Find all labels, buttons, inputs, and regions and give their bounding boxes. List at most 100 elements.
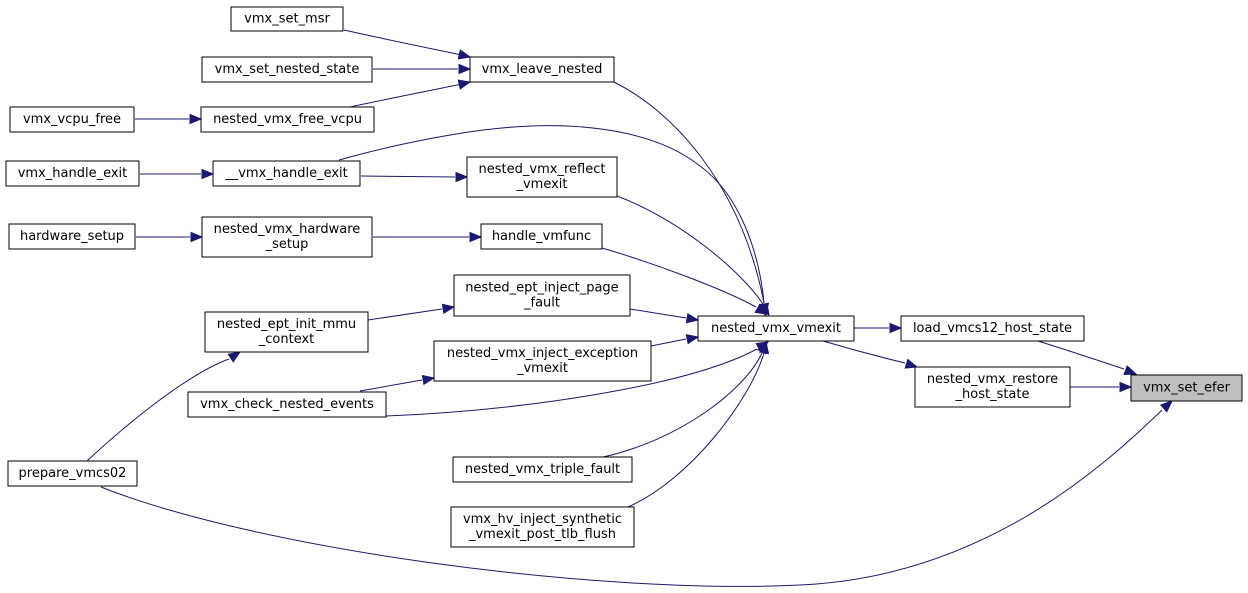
edge-vmx-set-nested-state-to-vmx-leave-nested [373, 63, 472, 75]
node-vmx-check-nested-events[interactable]: vmx_check_nested_events [187, 391, 387, 418]
node-label: nested_vmx_reflect [479, 162, 606, 177]
edge-prepare-vmcs02-to-nested-ept-init-mmu-context [86, 351, 242, 462]
node-box [1130, 374, 1243, 402]
node-label: nested_vmx_inject_exception [447, 346, 638, 361]
edge-vmx-check-nested-events-to-nested-vmx-inject-exception-vmexit [359, 374, 436, 392]
edge-vmx-hv-inject-synthetic-vmexit-post-tlb-flush-to-nested-vmx-vmexit [627, 340, 770, 508]
arrowhead-icon [227, 351, 242, 363]
edge-line [1037, 340, 1125, 370]
node-nested-vmx-restore-host-state[interactable]: nested_vmx_restore_host_state [914, 366, 1071, 408]
node-vmx-set-msr[interactable]: vmx_set_msr [230, 6, 344, 32]
node-label: vmx_handle_exit [18, 166, 128, 181]
edge-prepare-vmcs02-to-vmx-set-efer [100, 400, 1173, 587]
node-label: nested_vmx_vmexit [711, 321, 841, 336]
node-label: _setup [265, 237, 309, 252]
arrowhead-icon [455, 171, 469, 183]
node-box [900, 315, 1085, 342]
node-vmx-set-nested-state[interactable]: vmx_set_nested_state [201, 56, 373, 83]
node-nested-vmx-triple-fault[interactable]: nested_vmx_triple_fault [452, 456, 633, 483]
edge-line [602, 352, 763, 458]
edge-nested-vmx-inject-exception-vmexit-to-nested-vmx-vmexit [650, 334, 700, 347]
node-nested-ept-inject-page-fault[interactable]: nested_ept_inject_page_fault [453, 274, 631, 317]
edge-nested-vmx-free-vcpu-to-vmx-leave-nested [349, 79, 472, 108]
node-label: vmx_hv_inject_synthetic [463, 512, 622, 527]
arrowhead-icon [685, 312, 700, 324]
node-nested-ept-init-mmu-context[interactable]: nested_ept_init_mmu_context [204, 311, 369, 353]
node-nested-vmx-hardware-setup[interactable]: nested_vmx_hardware_setup [201, 216, 373, 258]
node-label: nested_vmx_restore [927, 372, 1058, 387]
node-vmx-hv-inject-synthetic-vmexit-post-tlb-flush[interactable]: vmx_hv_inject_synthetic_vmexit_post_tlb_… [450, 506, 635, 548]
edge-line [359, 379, 423, 392]
edge-vmx-leave-nested-to-nested-vmx-vmexit [613, 81, 769, 317]
node-box [204, 311, 369, 353]
node-box [914, 366, 1071, 408]
edge-line [601, 247, 757, 308]
node-label: nested_vmx_hardware [214, 222, 361, 237]
node-box [453, 274, 631, 317]
node-nested-vmx-vmexit[interactable]: nested_vmx_vmexit [697, 315, 855, 342]
node-box [212, 160, 361, 187]
arrowhead-icon [201, 168, 215, 180]
edge-handle-vmfunc-to-nested-vmx-vmexit [601, 247, 769, 315]
node-box [452, 456, 633, 483]
arrowhead-icon [190, 231, 204, 243]
node-vmx-set-efer[interactable]: vmx_set_efer [1130, 374, 1243, 402]
node-nested-vmx-inject-exception-vmexit[interactable]: nested_vmx_inject_exception_vmexit [433, 340, 652, 382]
node-label: nested_vmx_free_vcpu [213, 112, 362, 127]
edge-nested-vmx-reflect-vmexit-to-nested-vmx-vmexit [616, 195, 770, 317]
node-label: prepare_vmcs02 [19, 466, 127, 481]
node-label: vmx_vcpu_free [23, 112, 121, 127]
edge-line [822, 340, 906, 364]
node-nested-vmx-free-vcpu[interactable]: nested_vmx_free_vcpu [200, 106, 375, 133]
arrowhead-icon [469, 231, 483, 243]
arrowhead-icon [758, 340, 770, 355]
edge-nested-vmx-hardware-setup-to-handle-vmfunc [373, 231, 483, 243]
edge-line [385, 348, 758, 417]
edge-vmx-vcpu-free-to-nested-vmx-free-vcpu [135, 113, 203, 125]
edge-load-vmcs12-host-state-to-vmx-set-efer [1037, 340, 1138, 376]
arrowhead-icon [904, 358, 919, 369]
node-box [450, 506, 635, 548]
arrowhead-icon [457, 79, 472, 90]
node-label: vmx_set_msr [244, 12, 330, 27]
node-nested-vmx-reflect-vmexit[interactable]: nested_vmx_reflect_vmexit [466, 156, 618, 198]
edge-line [616, 195, 764, 305]
arrowhead-icon [1119, 381, 1133, 393]
node-label: _context [258, 332, 315, 347]
edge-line [627, 352, 765, 508]
node-hardware-setup[interactable]: hardware_setup [8, 223, 136, 250]
edge-line [86, 358, 230, 462]
node-vmx-handle-exit[interactable]: __vmx_handle_exit [212, 160, 361, 187]
edge-line [349, 83, 463, 108]
arrowhead-icon [421, 374, 436, 386]
edge-vmx-set-msr-to-vmx-leave-nested [343, 29, 472, 60]
node-box [230, 6, 344, 32]
node-label: vmx_set_efer [1143, 381, 1230, 396]
node-box [201, 56, 373, 83]
edge-nested-vmx-vmexit-to-load-vmcs12-host-state [854, 322, 903, 334]
node-vmx-leave-nested[interactable]: vmx_leave_nested [469, 56, 615, 83]
node-label: nested_ept_inject_page [465, 281, 618, 296]
node-prepare-vmcs02[interactable]: prepare_vmcs02 [7, 460, 138, 487]
node-label: nested_ept_init_mmu [217, 317, 356, 332]
edge-nested-ept-inject-page-fault-to-nested-vmx-vmexit [629, 308, 700, 324]
arrowhead-icon [457, 49, 472, 60]
edge-line [629, 308, 687, 319]
edge-line [360, 175, 456, 178]
edge-line [343, 29, 463, 56]
edge-vmx-handle-exit-to-vmx-handle-exit [140, 168, 215, 180]
node-load-vmcs12-host-state[interactable]: load_vmcs12_host_state [900, 315, 1085, 342]
edge-vmx-handle-exit-to-nested-vmx-reflect-vmexit [360, 171, 469, 183]
node-box [200, 106, 375, 133]
edge-line [367, 308, 443, 321]
node-box [8, 223, 136, 250]
node-label: __vmx_handle_exit [224, 166, 348, 181]
edges-layer [86, 29, 1173, 587]
node-handle-vmfunc[interactable]: handle_vmfunc [480, 223, 603, 250]
edge-line [338, 125, 765, 303]
node-box [697, 315, 855, 342]
node-vmx-handle-exit[interactable]: vmx_handle_exit [5, 160, 140, 187]
node-vmx-vcpu-free[interactable]: vmx_vcpu_free [9, 106, 135, 133]
nodes-layer: vmx_set_msr vmx_set_nested_state vmx_leave… [5, 6, 1243, 548]
